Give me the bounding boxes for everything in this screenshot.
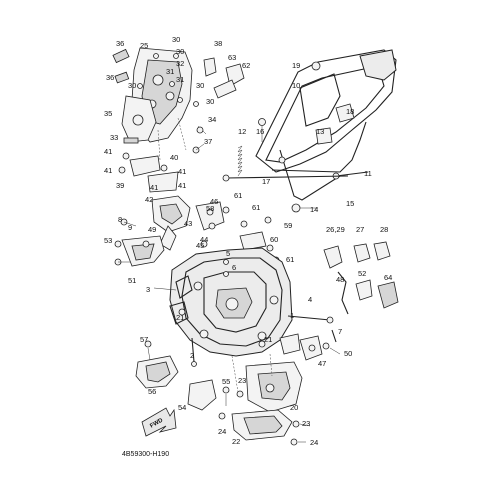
callout-label: 37 [204,137,212,146]
callout-label: 41 [104,147,112,156]
callout-label: 27 [356,225,364,234]
callout-label: 47 [318,359,326,368]
callout-label: 56 [148,387,156,396]
callout-label: 41 [178,181,186,190]
callout-label: 36 [106,73,114,82]
callout-label: 7 [338,327,342,336]
callout-label: 49 [148,225,156,234]
callout-label: 55 [222,377,230,386]
callout-label: 53 [104,236,112,245]
callout-label: 58 [206,204,214,213]
right-clips [323,241,399,315]
callout-label: 16 [256,127,264,136]
lower-mounts [135,308,341,446]
callout-label: 31 [176,75,184,84]
upper-bracket-assembly [112,47,245,193]
callout-label: 28 [380,225,388,234]
callout-label: 30 [172,35,180,44]
callout-label: 23 [302,419,310,428]
callout-label: 59 [284,221,292,230]
callout-label: 24 [310,438,318,447]
callout-label: 34 [208,115,216,124]
callout-label: 57 [140,335,148,344]
callout-label: 61 [234,191,242,200]
callout-label: 51 [128,276,136,285]
callout-label: 46 [210,197,218,206]
callout-label: 25 [140,41,148,50]
callout-label: 36 [116,39,124,48]
callout-label: 14 [310,205,318,214]
callout-label: 63 [228,53,236,62]
callout-label: 41 [178,167,186,176]
callout-label: 23 [238,376,246,385]
callout-label: 45 [196,241,204,250]
callout-label: 39 [116,181,124,190]
callout-label: 12 [238,127,246,136]
callout-label: 17 [262,177,270,186]
callout-label: 41 [104,166,112,175]
fwd-arrow: FWD [141,407,177,437]
callout-label: 22 [232,437,240,446]
callout-label: 19 [292,61,300,70]
callout-label: 48 [336,275,344,284]
callout-label: 52 [358,269,366,278]
callout-label: 50 [344,349,352,358]
callout-label: 41 [150,183,158,192]
callout-label: 30 [206,97,214,106]
callout-label: 32 [176,59,184,68]
callout-label: 24 [218,427,226,436]
callout-label: 13 [316,127,324,136]
callout-label: 2 [190,351,194,360]
callout-label: 18 [346,107,354,116]
callout-label: 30 [128,81,136,90]
callout-label: 26,29 [326,225,345,234]
callout-label: 10 [292,81,300,90]
callout-label: 21 [176,313,184,322]
main-frame [153,247,334,357]
callout-label: 4 [308,295,312,304]
callout-label: 40 [170,153,178,162]
callout-label: 5 [226,249,230,258]
callout-label: 30 [176,47,184,56]
callout-label: 33 [110,133,118,142]
diagram-code: 4B59300-H190 [122,451,169,458]
callout-label: 44 [200,235,208,244]
callout-label: 8 [118,215,122,224]
callout-label: 30 [196,81,204,90]
callout-label: 42 [145,195,153,204]
callout-label: 62 [242,61,250,70]
callout-label: 11 [364,169,372,178]
callout-label: 15 [346,199,354,208]
callout-label: 38 [214,39,222,48]
callout-label: 9 [128,223,132,232]
callout-label: 61 [252,203,260,212]
callout-label: 31 [166,67,174,76]
callout-label: 43 [184,219,192,228]
callout-label: 3 [146,285,150,294]
callout-label: 54 [178,403,186,412]
callout-label: 6 [232,263,236,272]
callout-label: 21 [264,335,272,344]
callout-label: 20 [290,403,298,412]
callout-label: 61 [286,255,294,264]
callout-label: 35 [104,109,112,118]
callout-label: 1 [290,311,294,320]
rear-subframe [222,49,397,213]
callout-label: 64 [384,273,392,282]
callout-label: 60 [270,235,278,244]
